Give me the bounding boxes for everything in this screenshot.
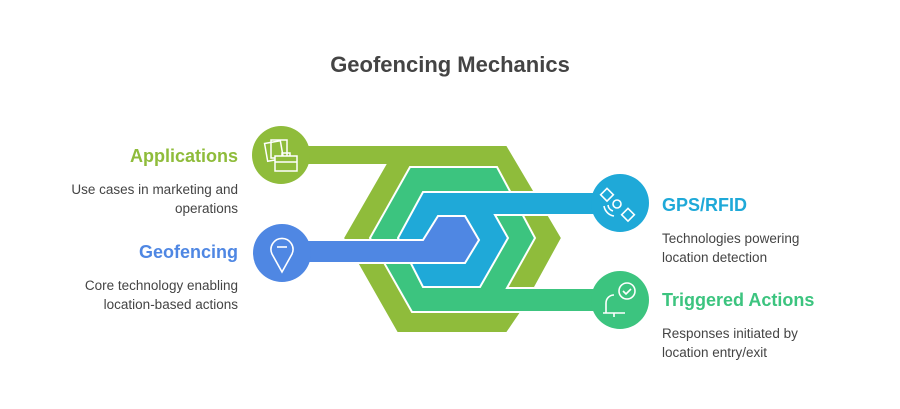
triggered-circle (591, 271, 649, 329)
geofencing-heading: Geofencing (138, 242, 238, 262)
triggered-description: Responses initiated by location entry/ex… (662, 326, 798, 360)
applications-circle (252, 126, 310, 184)
triggered-heading: Triggered Actions (662, 290, 815, 310)
gps-circle (591, 174, 649, 232)
geofencing-circle (253, 224, 311, 282)
applications-description: Use cases in marketing and operations (71, 182, 238, 216)
gps-description: Technologies powering location detection (662, 231, 800, 265)
diagram-title: Geofencing Mechanics (330, 52, 570, 77)
satellite-icon (599, 187, 636, 223)
geofencing-description: Core technology enabling location-based … (84, 278, 238, 312)
gps-heading: GPS/RFID (662, 195, 748, 215)
applications-heading: Applications (129, 146, 238, 166)
geofencing-core (282, 215, 481, 264)
briefcase-documents-icon (263, 139, 298, 172)
bell-check-icon (603, 282, 636, 317)
map-pin-icon (270, 237, 294, 274)
